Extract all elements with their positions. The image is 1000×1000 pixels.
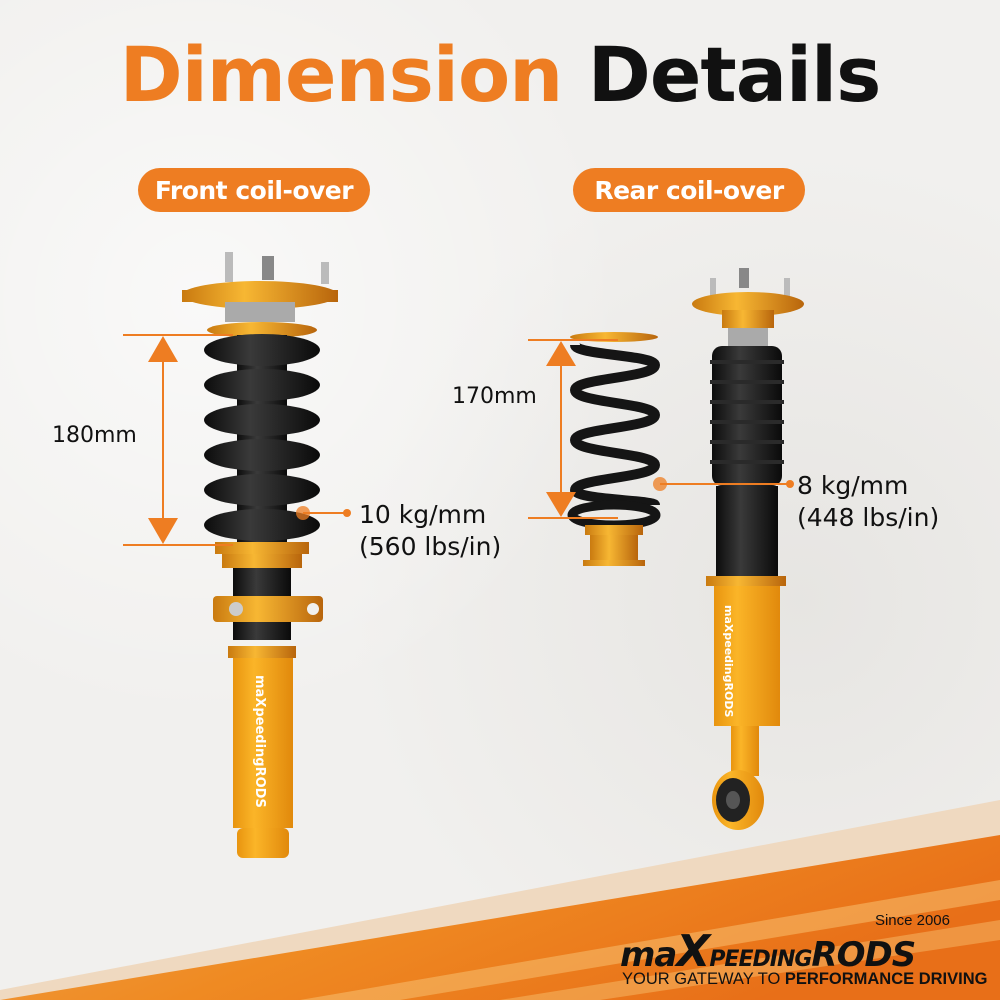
svg-text:maXpeedingRODS: maXpeedingRODS xyxy=(252,675,267,808)
rear-spring-rate: 8 kg/mm (448 lbs/in) xyxy=(797,470,939,534)
title-details: Details xyxy=(587,30,882,119)
brand-tagline: YOUR GATEWAY TO PERFORMANCE DRIVING xyxy=(622,970,988,988)
brand-since: Since 2006 xyxy=(874,912,950,929)
rear-coilover-badge: Rear coil-over xyxy=(573,168,805,212)
front-spring-rate: 10 kg/mm (560 lbs/in) xyxy=(359,499,501,563)
front-coilover-badge: Front coil-over xyxy=(138,168,370,212)
rear-spring-rate-metric: 8 kg/mm xyxy=(797,471,909,500)
front-spring-length: 180mm xyxy=(52,423,137,448)
brand-name: maXPEEDINGRODS xyxy=(620,926,916,977)
svg-text:maXpeedingRODS: maXpeedingRODS xyxy=(722,605,735,717)
rear-spring-rate-imperial: (448 lbs/in) xyxy=(797,503,940,532)
rear-spring-length: 170mm xyxy=(452,384,537,409)
front-spring-rate-metric: 10 kg/mm xyxy=(359,500,487,529)
front-spring-rate-imperial: (560 lbs/in) xyxy=(359,532,502,561)
title-dimension: Dimension xyxy=(119,30,564,119)
page-title: Dimension Details xyxy=(0,30,1000,120)
